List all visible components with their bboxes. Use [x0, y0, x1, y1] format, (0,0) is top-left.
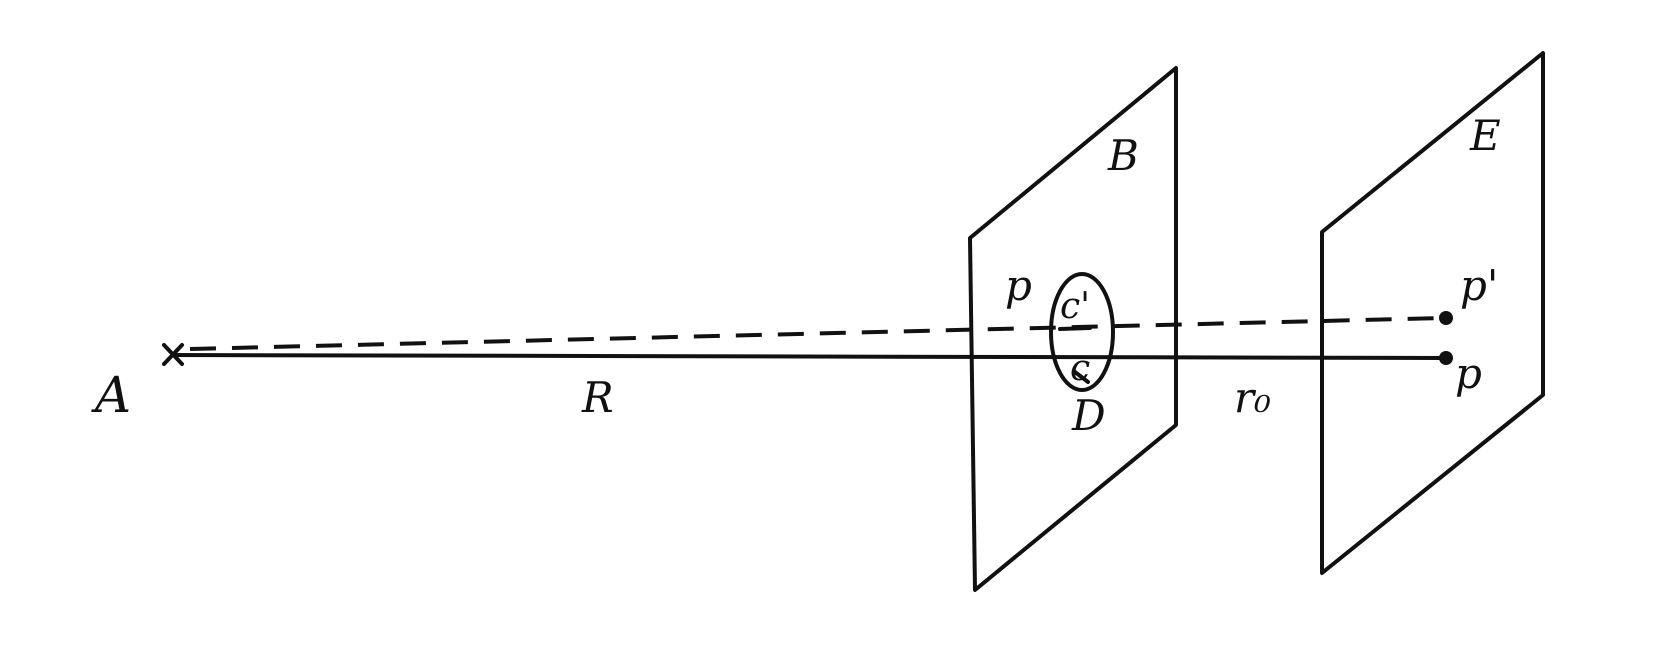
dashed-ray-to-p-prime [189, 316, 1444, 351]
screen-b-plane [968, 66, 1178, 592]
label-p-right: p [1455, 349, 1482, 398]
label-r: R [581, 373, 614, 422]
c-tick [1073, 370, 1090, 384]
label-d: D [1071, 391, 1106, 440]
label-c: c [1070, 348, 1090, 389]
label-e: E [1469, 111, 1501, 160]
screen-e-plane [1320, 51, 1545, 575]
label-p-prime-right: p' [1460, 261, 1498, 310]
c-prime-tick [1058, 326, 1092, 331]
label-a: A [91, 366, 131, 424]
label-r0: r₀ [1234, 373, 1271, 422]
aperture-d-ellipse [1049, 272, 1115, 392]
label-p-left: p [1005, 261, 1032, 310]
label-c-prime: c' [1060, 286, 1090, 327]
point-p-prime-dot [1439, 311, 1453, 325]
axis-line-r [170, 353, 1445, 360]
point-p-dot [1439, 351, 1453, 365]
label-b: B [1107, 131, 1139, 180]
source-cross-icon [162, 343, 184, 366]
